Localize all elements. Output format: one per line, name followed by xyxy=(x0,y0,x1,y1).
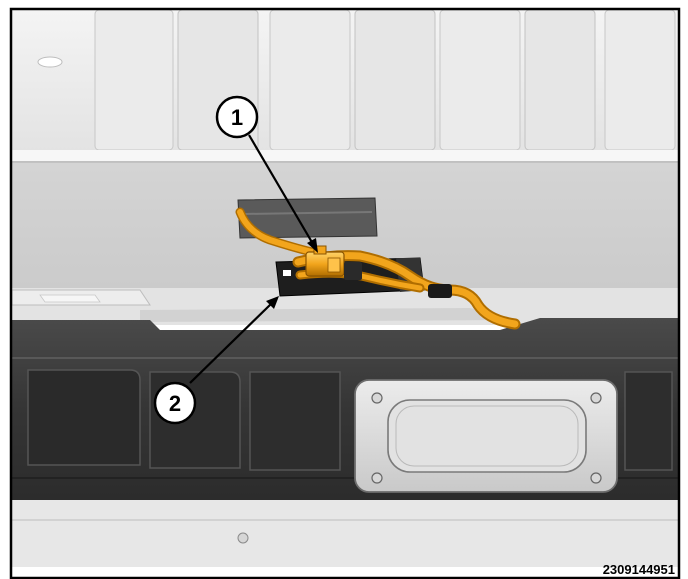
arrowhead-2 xyxy=(266,296,279,309)
figure-frame xyxy=(9,7,681,579)
leader-lines xyxy=(189,134,318,384)
upper-panel xyxy=(12,9,678,163)
wiring-harness xyxy=(235,207,521,330)
access-cover xyxy=(354,379,618,493)
callout-2: 2 xyxy=(153,381,197,425)
leader-line-1 xyxy=(248,134,314,245)
figure-id: 2309144951 xyxy=(603,562,675,577)
arrowhead-1 xyxy=(307,238,318,253)
callout-2-label: 2 xyxy=(169,391,181,416)
callout-1-label: 1 xyxy=(231,105,243,130)
callout-1: 1 xyxy=(215,95,259,139)
leader-line-2 xyxy=(189,302,273,384)
ledge xyxy=(11,288,678,325)
bottom-strip xyxy=(12,500,678,567)
